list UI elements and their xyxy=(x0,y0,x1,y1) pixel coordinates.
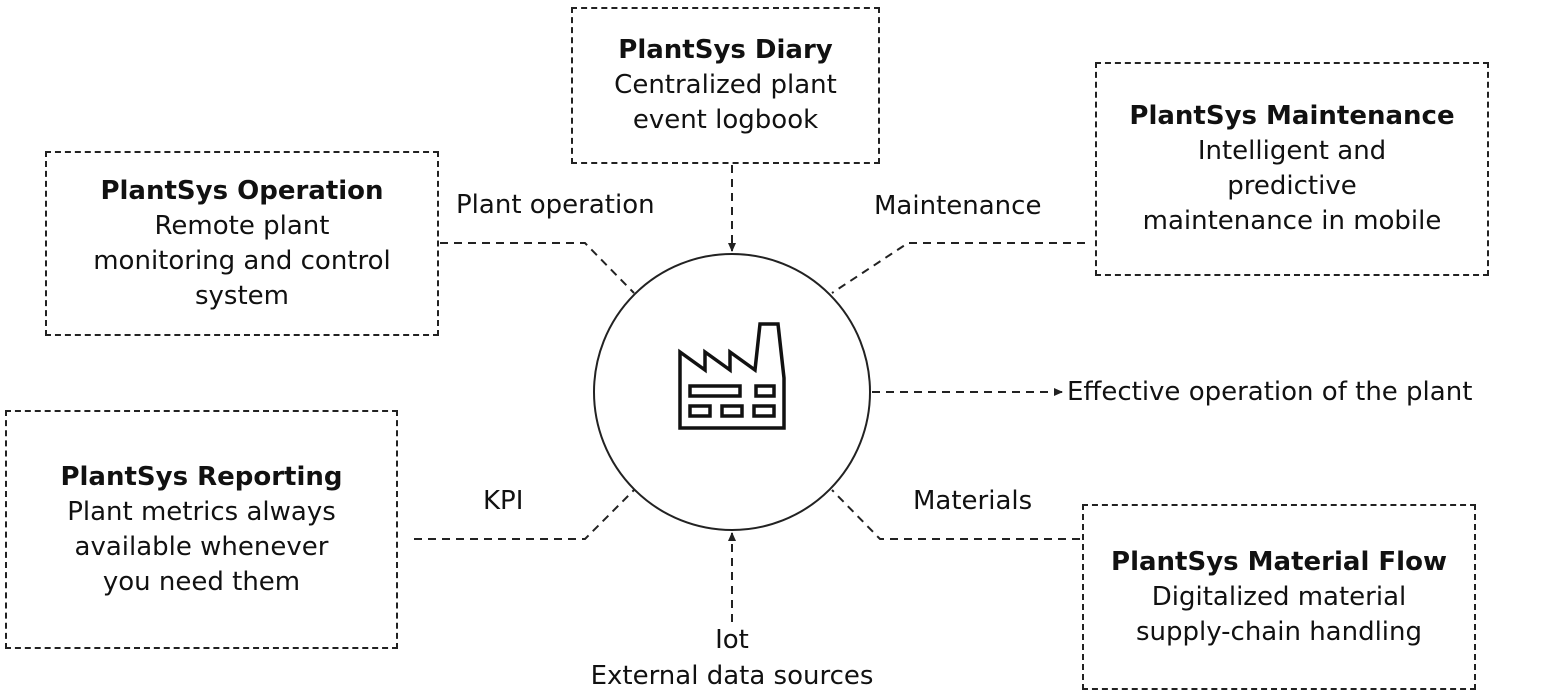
plantsys-diary-box: PlantSys Diary Centralized plant event l… xyxy=(571,7,880,164)
plant-operation-label: Plant operation xyxy=(456,190,655,220)
maintenance-title: PlantSys Maintenance xyxy=(1129,101,1455,131)
reporting-connector xyxy=(414,489,635,540)
kpi-label: KPI xyxy=(483,486,524,516)
reporting-description-line: Plant metrics always xyxy=(67,496,336,527)
output-label: Effective operation of the plant xyxy=(1067,377,1473,407)
plant-circle xyxy=(593,253,871,531)
reporting-description-line: available whenever xyxy=(74,531,329,562)
maintenance-label: Maintenance xyxy=(874,191,1042,221)
reporting-title: PlantSys Reporting xyxy=(60,461,343,492)
operation-description-line: system xyxy=(195,280,289,311)
material-flow-title: PlantSys Material Flow xyxy=(1111,546,1447,577)
operation-description-line: Remote plant xyxy=(154,210,330,241)
operation-description-line: monitoring and control xyxy=(93,245,391,276)
material-flow-description-line: supply-chain handling xyxy=(1135,616,1423,647)
plantsys-reporting-box: PlantSys Reporting Plant metrics always … xyxy=(5,410,398,649)
factory-icon xyxy=(678,322,786,430)
external-data-sources-label: External data sources xyxy=(590,661,874,691)
maintenance-connector xyxy=(831,242,1085,294)
operation-title: PlantSys Operation xyxy=(100,175,384,206)
operation-connector xyxy=(440,242,635,294)
iot-label: Iot xyxy=(715,625,749,655)
maintenance-description-line: Intelligent and xyxy=(1197,136,1387,166)
material-flow-connector xyxy=(831,489,1080,540)
plantsys-maintenance-box: PlantSys Maintenance Intelligent and pre… xyxy=(1095,62,1489,276)
diary-description-line: event logbook xyxy=(632,105,819,135)
plantsys-operation-box: PlantSys Operation Remote plant monitori… xyxy=(45,151,439,336)
maintenance-description-line: predictive xyxy=(1227,171,1357,201)
diary-description-line: Centralized plant xyxy=(614,70,837,100)
diary-title: PlantSys Diary xyxy=(618,35,833,65)
maintenance-description-line: maintenance in mobile xyxy=(1142,206,1442,236)
materials-label: Materials xyxy=(913,486,1033,516)
reporting-description-line: you need them xyxy=(102,566,301,597)
plantsys-material-flow-box: PlantSys Material Flow Digitalized mater… xyxy=(1082,504,1476,690)
material-flow-description-line: Digitalized material xyxy=(1151,581,1407,612)
